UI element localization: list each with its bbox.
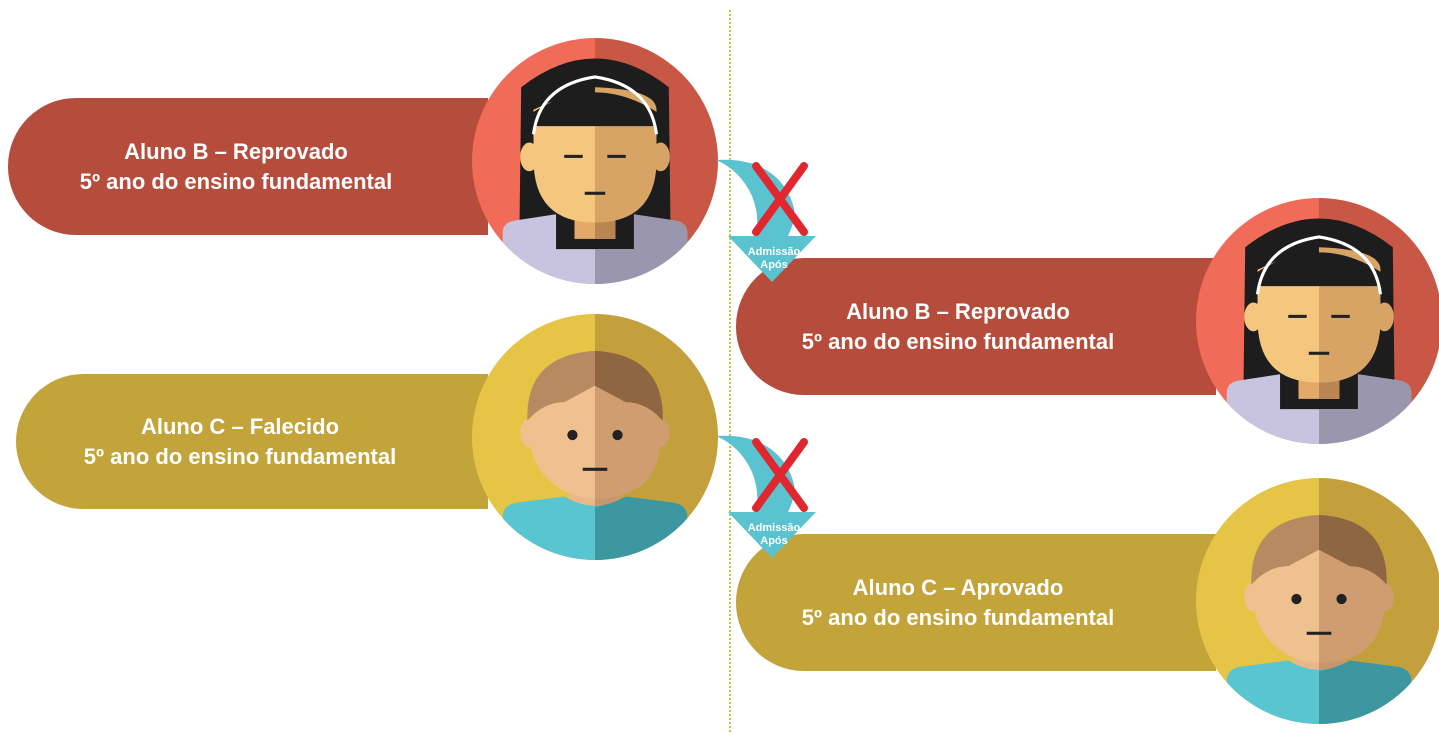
student-b-grade-left: 5º ano do ensino fundamental [79,168,393,194]
student-b-status-left: Aluno B – Reprovado [124,138,348,164]
student-b-label-pill-left: Aluno B – Reprovado 5º ano do ensino fun… [8,98,488,235]
student-c-grade-left: 5º ano do ensino fundamental [83,443,397,469]
arrow-1-label-line2: Após [760,259,788,271]
student-c-label-pill-right: Aluno C – Aprovado 5º ano do ensino fund… [736,534,1216,671]
transition-arrow-1: Admissão Após [716,160,816,282]
student-c-label-pill-left: Aluno C – Falecido 5º ano do ensino fund… [16,374,488,509]
arrow-2-label-line1: Admissão [748,522,801,534]
student-b-status-right: Aluno B – Reprovado [846,298,1070,324]
arrow-1-label-line1: Admissão [748,246,801,258]
student-c-status-right: Aluno C – Aprovado [852,574,1064,600]
transition-arrow-2: Admissão Após [716,436,816,558]
student-b-grade-right: 5º ano do ensino fundamental [801,328,1115,354]
student-c-status-left: Aluno C – Falecido [140,413,340,439]
divider-line [729,10,731,732]
student-c-grade-right: 5º ano do ensino fundamental [801,604,1115,630]
arrow-2-label-line2: Após [760,535,788,547]
student-b-label-pill-right: Aluno B – Reprovado 5º ano do ensino fun… [736,258,1216,395]
